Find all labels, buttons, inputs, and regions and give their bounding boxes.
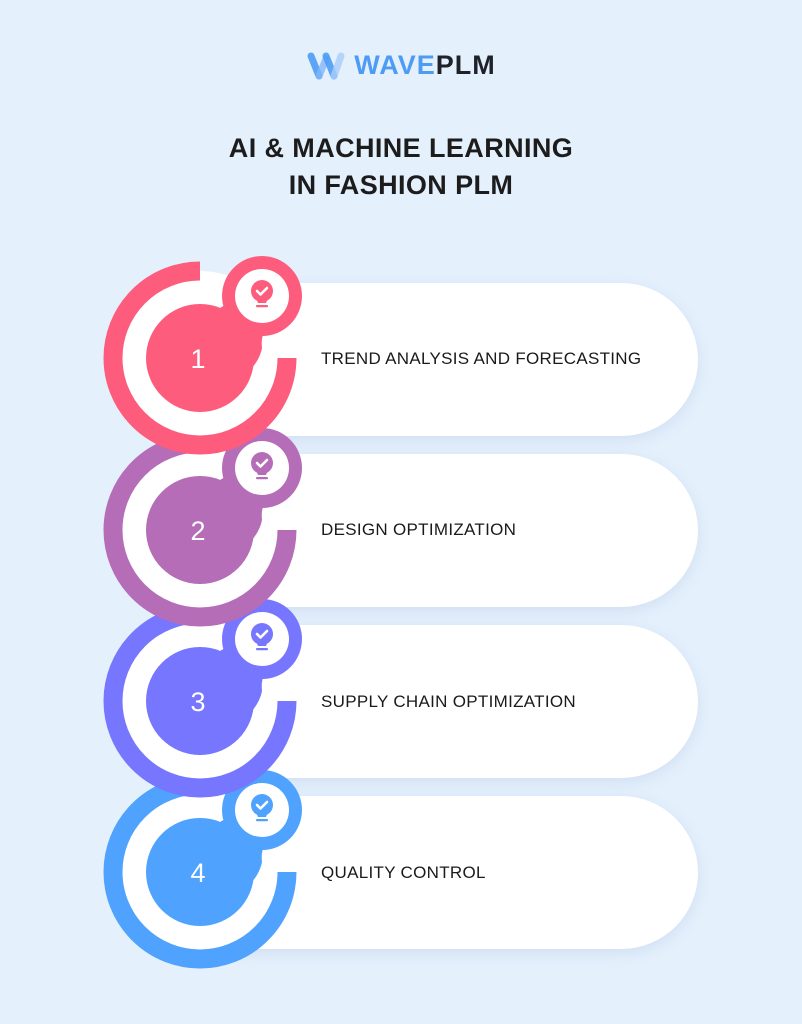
number-badge-1: 1	[113, 256, 302, 445]
wave-logo-icon	[307, 52, 345, 79]
logo: WAVEPLM	[0, 50, 802, 81]
badge-number-1: 1	[190, 344, 205, 374]
number-badge-4: 4	[113, 770, 302, 959]
page-title: AI & MACHINE LEARNING IN FASHION PLM	[0, 130, 802, 204]
logo-text: WAVEPLM	[354, 50, 496, 81]
badge-number-4: 4	[190, 858, 205, 888]
number-badge-2: 2	[113, 428, 302, 617]
item-label-1: TREND ANALYSIS AND FORECASTING	[321, 349, 642, 368]
logo-wave-text: WAVE	[354, 50, 436, 80]
logo-plm-text: PLM	[435, 50, 496, 80]
item-label-4: QUALITY CONTROL	[321, 863, 486, 882]
item-label-3: SUPPLY CHAIN OPTIMIZATION	[321, 692, 576, 711]
title-line-1: AI & MACHINE LEARNING	[228, 133, 574, 163]
title-line-2: IN FASHION PLM	[288, 170, 514, 200]
number-badge-3: 3	[113, 599, 302, 788]
badge-number-3: 3	[190, 687, 205, 717]
item-label-2: DESIGN OPTIMIZATION	[321, 520, 517, 539]
badge-number-2: 2	[190, 516, 205, 546]
